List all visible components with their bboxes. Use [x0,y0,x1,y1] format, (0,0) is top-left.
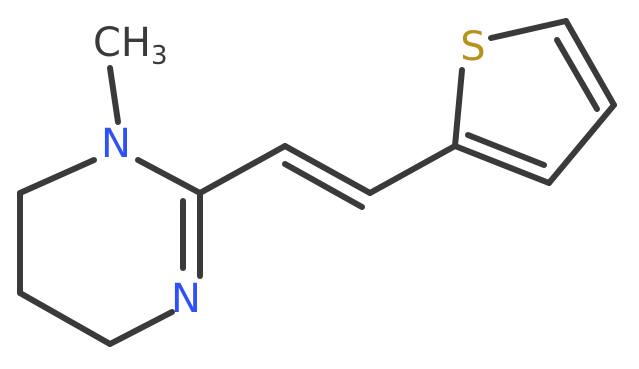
methyl-label: CH3 [93,20,168,71]
bond-c4-n3 [107,309,175,347]
bond-s-thc5 [488,18,569,41]
bond-c5-c4 [17,290,113,347]
bond-c2-vinyl [197,143,288,196]
bond-n1-methyl [107,65,121,125]
nitrogen-3-label: N [171,276,201,322]
nitrogen-1-label: N [101,121,131,167]
bond-thc4-thc3 [546,102,617,186]
bond-c2-n1 [135,157,203,196]
bond-thc3-thc2-a [452,143,552,186]
bond-thc3-thc2-b [465,132,547,168]
methyl-main-label: CH [93,20,151,66]
bond-vinyl-thiophene [367,143,458,196]
bond-thc5-thc4-a [563,18,617,108]
bond-vinyl-double-b [282,161,365,210]
bond-thc5-thc4-b [554,37,600,112]
atom-labels: N N S CH3 [93,20,486,322]
bond-n1-c6 [17,157,97,196]
methyl-subscript-label: 3 [151,41,168,71]
bond-thc2-s [452,67,465,149]
sulfur-label: S [460,24,485,70]
bond-vinyl-double-a [282,143,373,196]
bond-lines [17,18,617,347]
